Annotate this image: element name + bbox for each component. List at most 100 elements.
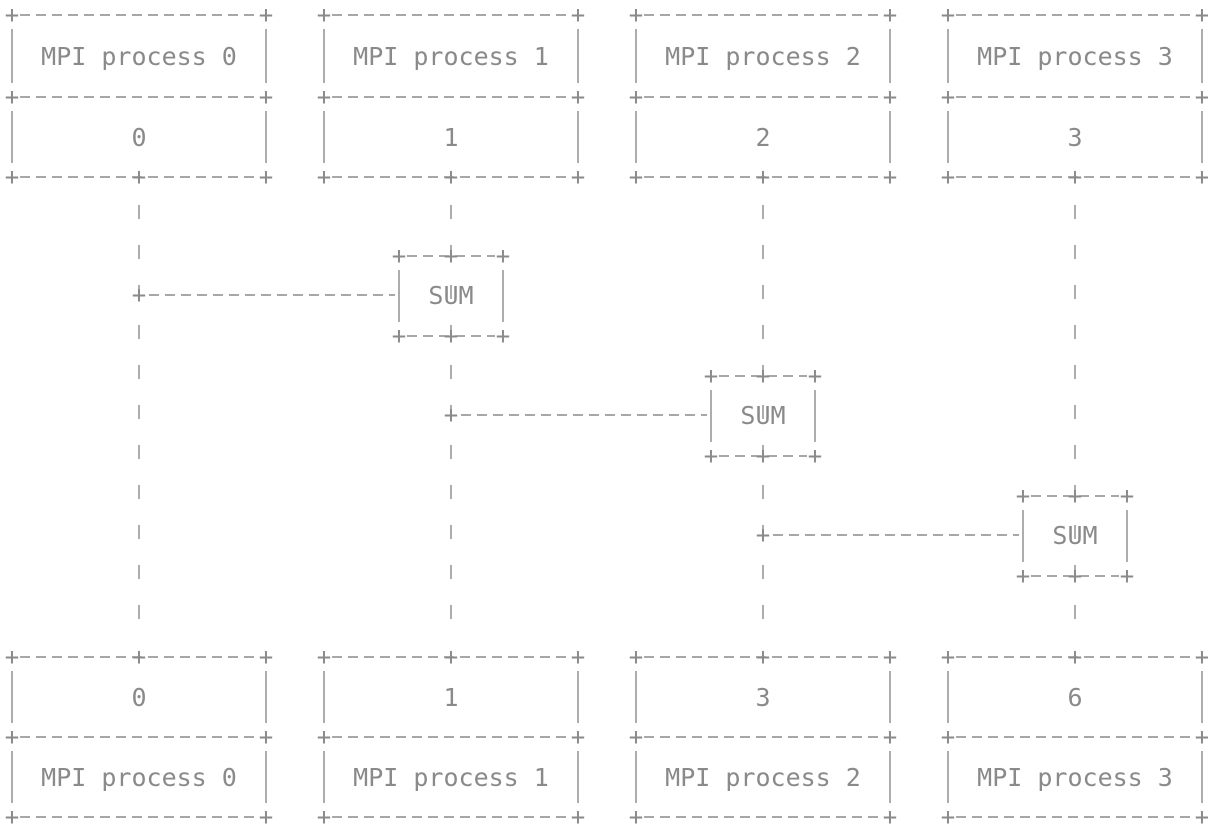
corner-plus: + xyxy=(259,723,273,751)
corner-plus: + xyxy=(1016,562,1030,590)
corner-plus: + xyxy=(704,442,718,470)
corner-plus: + xyxy=(5,723,19,751)
corner-plus: + xyxy=(317,803,331,831)
corner-plus: + xyxy=(317,723,331,751)
process-title-bottom: MPI process 1 xyxy=(353,763,549,792)
corner-plus: + xyxy=(5,803,19,831)
sum-operation-1: + + + + + + SUM + xyxy=(132,242,510,350)
corner-plus: + xyxy=(883,803,897,831)
corner-plus: + xyxy=(941,643,955,671)
corner-plus: + xyxy=(1120,562,1134,590)
corner-plus: + xyxy=(392,242,406,270)
corner-plus: + xyxy=(5,1,19,29)
corner-plus: + xyxy=(444,242,458,270)
corner-plus: + xyxy=(1195,723,1208,751)
corner-plus: + xyxy=(756,442,770,470)
corner-plus: + xyxy=(132,643,146,671)
corner-plus: + xyxy=(756,163,770,191)
sum-operation-2: + + + + + + SUM + xyxy=(444,362,822,470)
corner-plus: + xyxy=(571,163,585,191)
corner-plus: + xyxy=(629,83,643,111)
process-title-top: MPI process 3 xyxy=(977,42,1173,71)
corner-plus: + xyxy=(571,643,585,671)
corner-plus: + xyxy=(808,362,822,390)
output-value: 0 xyxy=(131,683,146,712)
corner-plus: + xyxy=(571,83,585,111)
corner-plus: + xyxy=(1195,83,1208,111)
corner-plus: + xyxy=(1120,482,1134,510)
corner-plus: + xyxy=(756,521,770,549)
corner-plus: + xyxy=(259,163,273,191)
output-value: 1 xyxy=(443,683,458,712)
corner-plus: + xyxy=(808,442,822,470)
sum-label: SUM xyxy=(740,401,785,430)
input-value: 1 xyxy=(443,123,458,152)
corner-plus: + xyxy=(941,163,955,191)
corner-plus: + xyxy=(629,1,643,29)
corner-plus: + xyxy=(629,163,643,191)
corner-plus: + xyxy=(1195,163,1208,191)
corner-plus: + xyxy=(496,322,510,350)
process-title-top: MPI process 0 xyxy=(41,42,237,71)
corner-plus: + xyxy=(1068,562,1082,590)
corner-plus: + xyxy=(883,83,897,111)
corner-plus: + xyxy=(1195,1,1208,29)
corner-plus: + xyxy=(444,643,458,671)
input-value: 2 xyxy=(755,123,770,152)
corner-plus: + xyxy=(496,242,510,270)
corner-plus: + xyxy=(317,163,331,191)
corner-plus: + xyxy=(259,643,273,671)
corner-plus: + xyxy=(1068,163,1082,191)
corner-plus: + xyxy=(1195,803,1208,831)
output-value: 6 xyxy=(1067,683,1082,712)
corner-plus: + xyxy=(259,83,273,111)
corner-plus: + xyxy=(1068,643,1082,671)
corner-plus: + xyxy=(1195,643,1208,671)
corner-plus: + xyxy=(571,1,585,29)
corner-plus: + xyxy=(571,723,585,751)
process-title-bottom: MPI process 2 xyxy=(665,763,861,792)
corner-plus: + xyxy=(444,322,458,350)
corner-plus: + xyxy=(444,401,458,429)
corner-plus: + xyxy=(1016,482,1030,510)
corner-plus: + xyxy=(5,83,19,111)
corner-plus: + xyxy=(629,803,643,831)
corner-plus: + xyxy=(132,281,146,309)
corner-plus: + xyxy=(941,83,955,111)
corner-plus: + xyxy=(756,643,770,671)
corner-plus: + xyxy=(317,643,331,671)
process-title-top: MPI process 1 xyxy=(353,42,549,71)
corner-plus: + xyxy=(132,163,146,191)
sum-operation-3: + + + + + + SUM + xyxy=(756,482,1134,590)
corner-plus: + xyxy=(756,362,770,390)
corner-plus: + xyxy=(629,723,643,751)
corner-plus: + xyxy=(941,1,955,29)
corner-plus: + xyxy=(5,163,19,191)
corner-plus: + xyxy=(317,83,331,111)
process-title-bottom: MPI process 3 xyxy=(977,763,1173,792)
corner-plus: + xyxy=(883,643,897,671)
input-value: 0 xyxy=(131,123,146,152)
output-value: 3 xyxy=(755,683,770,712)
input-value: 3 xyxy=(1067,123,1082,152)
corner-plus: + xyxy=(392,322,406,350)
corner-plus: + xyxy=(704,362,718,390)
corner-plus: + xyxy=(259,1,273,29)
corner-plus: + xyxy=(941,803,955,831)
process-title-top: MPI process 2 xyxy=(665,42,861,71)
process-title-bottom: MPI process 0 xyxy=(41,763,237,792)
corner-plus: + xyxy=(883,723,897,751)
corner-plus: + xyxy=(5,643,19,671)
sum-label: SUM xyxy=(428,281,473,310)
corner-plus: + xyxy=(883,163,897,191)
corner-plus: + xyxy=(1068,482,1082,510)
corner-plus: + xyxy=(629,643,643,671)
corner-plus: + xyxy=(259,803,273,831)
corner-plus: + xyxy=(571,803,585,831)
corner-plus: + xyxy=(883,1,897,29)
sum-label: SUM xyxy=(1052,521,1097,550)
corner-plus: + xyxy=(444,163,458,191)
